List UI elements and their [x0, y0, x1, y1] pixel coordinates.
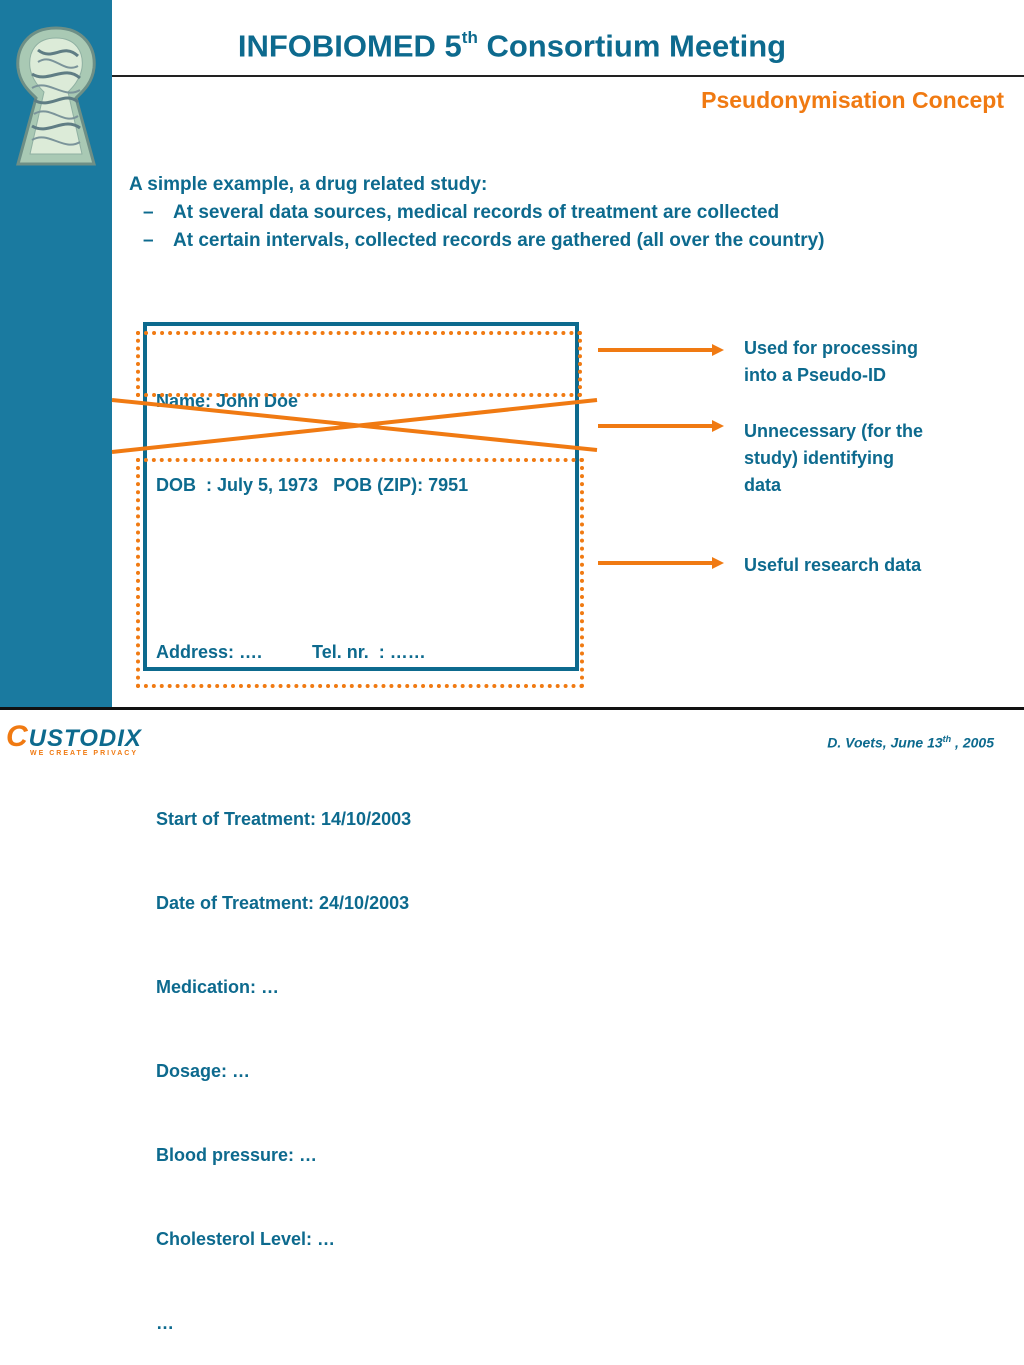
- record-cholesterol: Cholesterol Level: …: [156, 1229, 336, 1249]
- keyhole-dna-logo-icon: [16, 26, 96, 166]
- custodix-logo: CUSTODIX WE CREATE PRIVACY: [6, 720, 142, 757]
- record-medication: Medication: …: [156, 977, 280, 997]
- intro-bullet: –At certain intervals, collected records…: [143, 230, 825, 251]
- sidebar: [0, 0, 112, 707]
- research-data-highlight: [136, 458, 584, 688]
- record-dob: DOB : July 5, 1973 POB (ZIP): 7951: [156, 475, 469, 495]
- slide-title: INFOBIOMED 5th Consortium Meeting: [237, 28, 787, 64]
- unnecessary-data-label: Unnecessary (for the study) identifying …: [744, 421, 924, 495]
- record-start: Start of Treatment: 14/10/2003: [156, 809, 412, 829]
- record-dosage: Dosage: …: [156, 1061, 251, 1081]
- footer-author-date: D. Voets, June 13th , 2005: [827, 734, 994, 751]
- record-more: …: [156, 1313, 174, 1333]
- intro-text: A simple example, a drug related study: …: [129, 171, 825, 255]
- research-data-label: Useful research data: [744, 555, 922, 575]
- record-address: Address: …. Tel. nr. : ……: [156, 642, 426, 662]
- arrow-icon: [598, 557, 724, 569]
- intro-bullet: –At several data sources, medical record…: [143, 202, 780, 223]
- arrow-icon: [598, 420, 724, 432]
- slide-subtitle: Pseudonymisation Concept: [701, 87, 1004, 113]
- title-divider: [112, 75, 1024, 77]
- identifier-highlight: [136, 331, 582, 397]
- medical-record-box: [143, 322, 579, 671]
- record-blood-pressure: Blood pressure: …: [156, 1145, 318, 1165]
- arrow-icon: [598, 344, 724, 356]
- record-date: Date of Treatment: 24/10/2003: [156, 893, 410, 913]
- intro-lead: A simple example, a drug related study:: [129, 174, 488, 195]
- footer-divider: [0, 707, 1024, 710]
- pseudo-id-label: Used for processing into a Pseudo-ID: [744, 338, 919, 385]
